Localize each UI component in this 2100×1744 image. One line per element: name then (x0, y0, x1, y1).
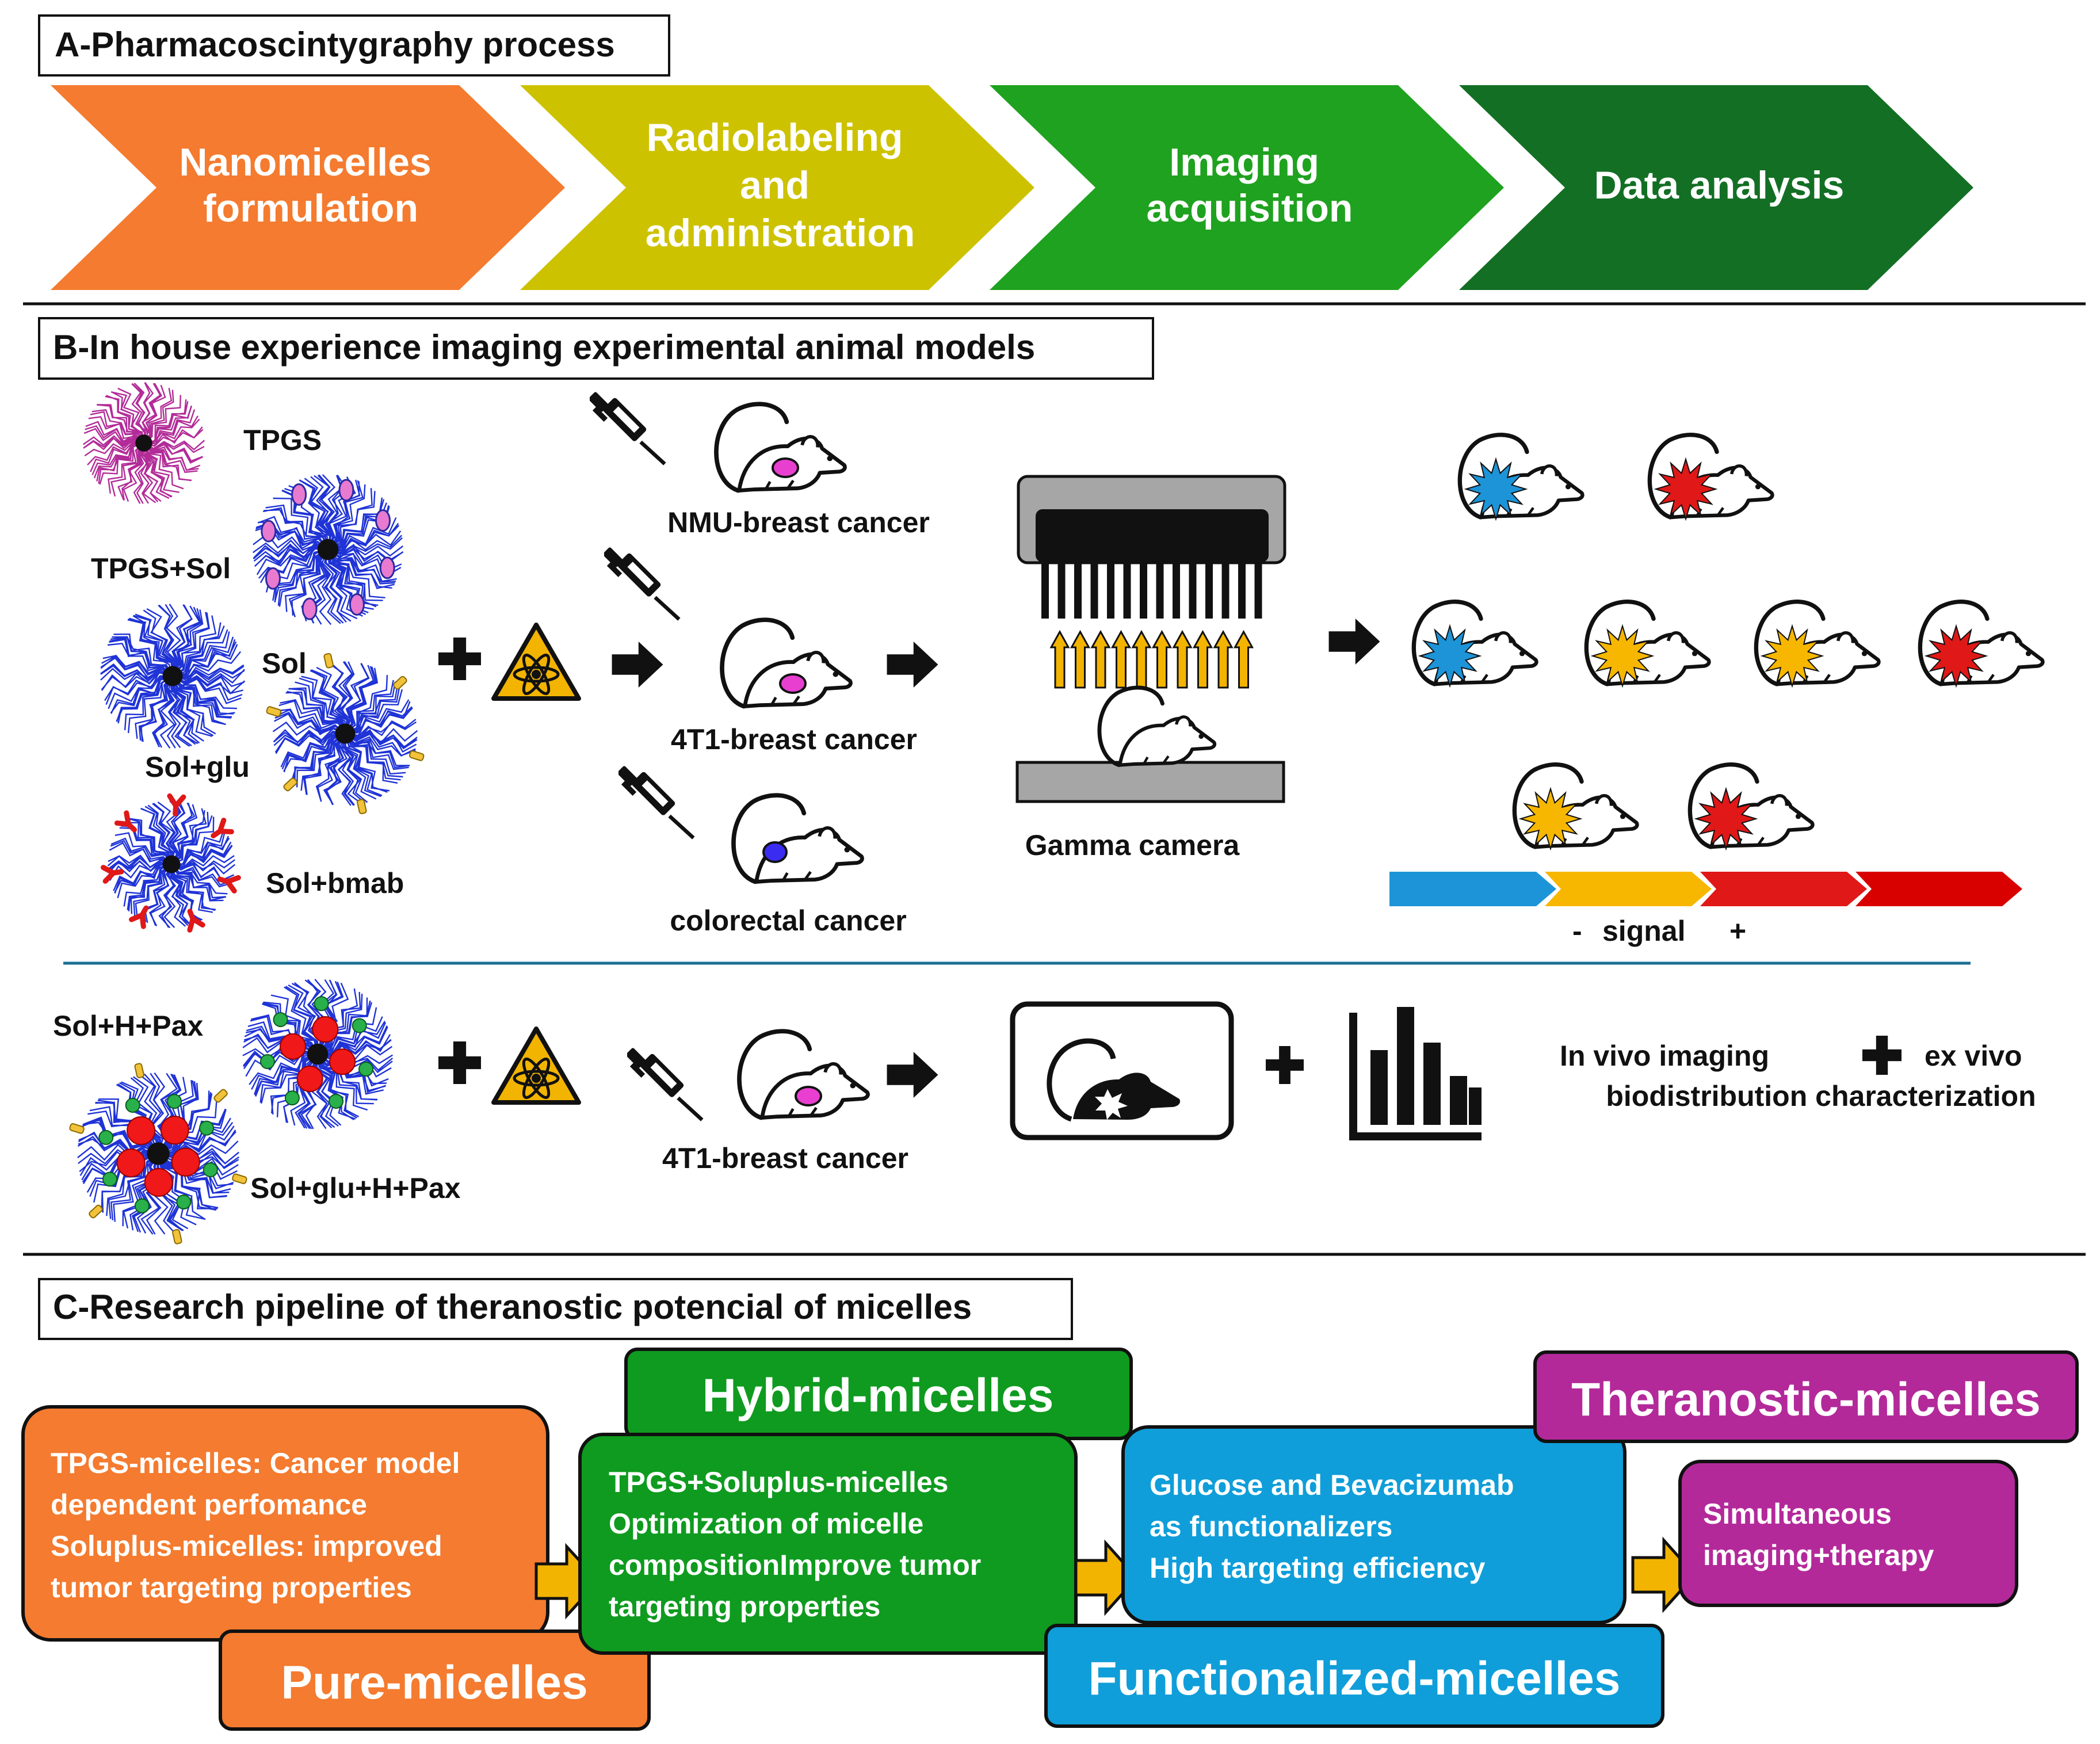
theranostic-micelles-text: Simultaneous imaging+therapy (1703, 1498, 1934, 1571)
signal-mouse (1650, 435, 1772, 521)
radioactive-icon (494, 1029, 579, 1102)
plus-icon (1862, 1036, 1902, 1075)
process-step-1 (51, 85, 565, 290)
hybrid-micelles-text: TPGS+Soluplus-micelles Optimization of m… (609, 1466, 989, 1623)
arrow-right-icon (887, 642, 938, 688)
in-vivo-imaging-screen-icon (1010, 1001, 1234, 1140)
arrow-right-icon (1328, 619, 1380, 665)
process-step-2 (520, 85, 1034, 290)
micelle-tpgs (83, 381, 205, 504)
syringe-icon (602, 547, 679, 619)
micelle-tpgs-sol (252, 474, 404, 625)
process-step-2-label: Radiolabeling and administration (646, 116, 915, 255)
process-step-4-label: Data analysis (1594, 163, 1845, 207)
signal-scale-bar (1389, 872, 2022, 906)
label-sol-glu: Sol+glu (145, 751, 250, 783)
label-4t1: 4T1-breast cancer (671, 723, 917, 755)
syringe-icon (625, 1047, 702, 1120)
functionalized-micelles-text: Glucose and Bevacizumab as functionalize… (1150, 1469, 1522, 1584)
micelle-sol-h-pax (242, 979, 394, 1129)
plus-icon (438, 638, 481, 680)
mouse-4t1 (722, 620, 851, 706)
micelle-sol-bmab (101, 793, 241, 933)
signal-label: signal (1602, 915, 1685, 947)
label-colorectal: colorectal cancer (670, 905, 906, 937)
label-sol-glu-h-pax: Sol+glu+H+Pax (250, 1172, 461, 1204)
label-sol: Sol (262, 647, 307, 680)
hybrid-micelles-label: Hybrid-micelles (702, 1369, 1054, 1422)
micelle-sol-glu-h-pax (69, 1063, 247, 1245)
signal-mouse (1586, 602, 1709, 688)
hybrid-micelles-box (578, 1433, 1078, 1655)
process-step-3-label: Imaging acquisition (1147, 140, 1353, 230)
syringe-icon (617, 765, 694, 838)
label-biodistribution: biodistribution characterization (1606, 1080, 2036, 1112)
arrow-right-icon (887, 1052, 938, 1098)
label-tpgs: TPGS (243, 424, 322, 456)
micelle-sol (100, 604, 246, 749)
gamma-camera (1015, 475, 1286, 803)
pure-micelles-box (21, 1405, 549, 1642)
section-a-title-box (38, 14, 670, 77)
radioactive-icon (494, 625, 579, 699)
signal-mouse (1414, 602, 1536, 688)
section-a-title: A-Pharmacoscintygraphy process (55, 25, 615, 64)
theranostic-micelles-box (1678, 1460, 2018, 1607)
functionalized-micelles-label: Functionalized-micelles (1089, 1653, 1621, 1705)
tumor-blue (762, 841, 788, 863)
label-in-vivo: In vivo imaging (1560, 1040, 1769, 1072)
process-step-3 (990, 85, 1504, 290)
plus-icon (1266, 1046, 1304, 1084)
micelle-sol-glu (266, 652, 425, 815)
section-b-title: B-In house experience imaging experiment… (53, 328, 1035, 367)
label-gamma-camera: Gamma camera (1025, 829, 1240, 861)
signal-mouse (1690, 765, 1812, 851)
signal-mice (1414, 435, 2042, 851)
theranostic-micelles-label: Theranostic-micelles (1571, 1373, 2041, 1426)
tumor-pink (772, 457, 799, 478)
section-c-title: C-Research pipeline of theranostic poten… (53, 1288, 972, 1326)
signal-mouse (1920, 602, 2042, 688)
section-c-title-box (38, 1278, 1073, 1340)
signal-minus: - (1572, 915, 1582, 947)
label-sol-h-pax: Sol+H+Pax (53, 1010, 203, 1042)
process-step-4 (1459, 85, 1973, 290)
mouse-under-camera (1099, 688, 1215, 765)
label-sol-bmab: Sol+bmab (266, 867, 404, 899)
label-4t1-lower: 4T1-breast cancer (662, 1142, 908, 1174)
pure-micelles-label: Pure-micelles (281, 1657, 587, 1709)
syringe-icon (588, 391, 665, 464)
theranostic-micelles-label-box (1533, 1350, 2079, 1443)
signal-mouse (1756, 602, 1878, 688)
pure-micelles-label-box (219, 1629, 651, 1731)
tumor-pink (779, 673, 807, 694)
mouse-colorectal (734, 795, 862, 881)
tumor-pink (795, 1086, 822, 1106)
micelle-illustrations (69, 381, 425, 1245)
functionalized-micelles-box (1121, 1425, 1626, 1624)
signal-mouse (1460, 435, 1582, 521)
pure-micelles-text: TPGS-micelles: Cancer model dependent pe… (51, 1447, 468, 1604)
plus-icon (438, 1041, 481, 1084)
label-ex-vivo: ex vivo (1925, 1040, 2022, 1072)
label-tpgs-sol: TPGS+Sol (91, 552, 231, 585)
bar-chart-icon (1349, 1007, 1482, 1140)
signal-mouse (1514, 765, 1637, 851)
section-b-title-box (38, 317, 1154, 380)
functionalized-micelles-label-box (1044, 1624, 1664, 1728)
signal-plus: + (1729, 915, 1746, 947)
label-nmu: NMU-breast cancer (667, 506, 930, 539)
process-step-1-label: Nanomicelles formulation (179, 140, 442, 230)
arrow-right-icon (612, 642, 663, 688)
